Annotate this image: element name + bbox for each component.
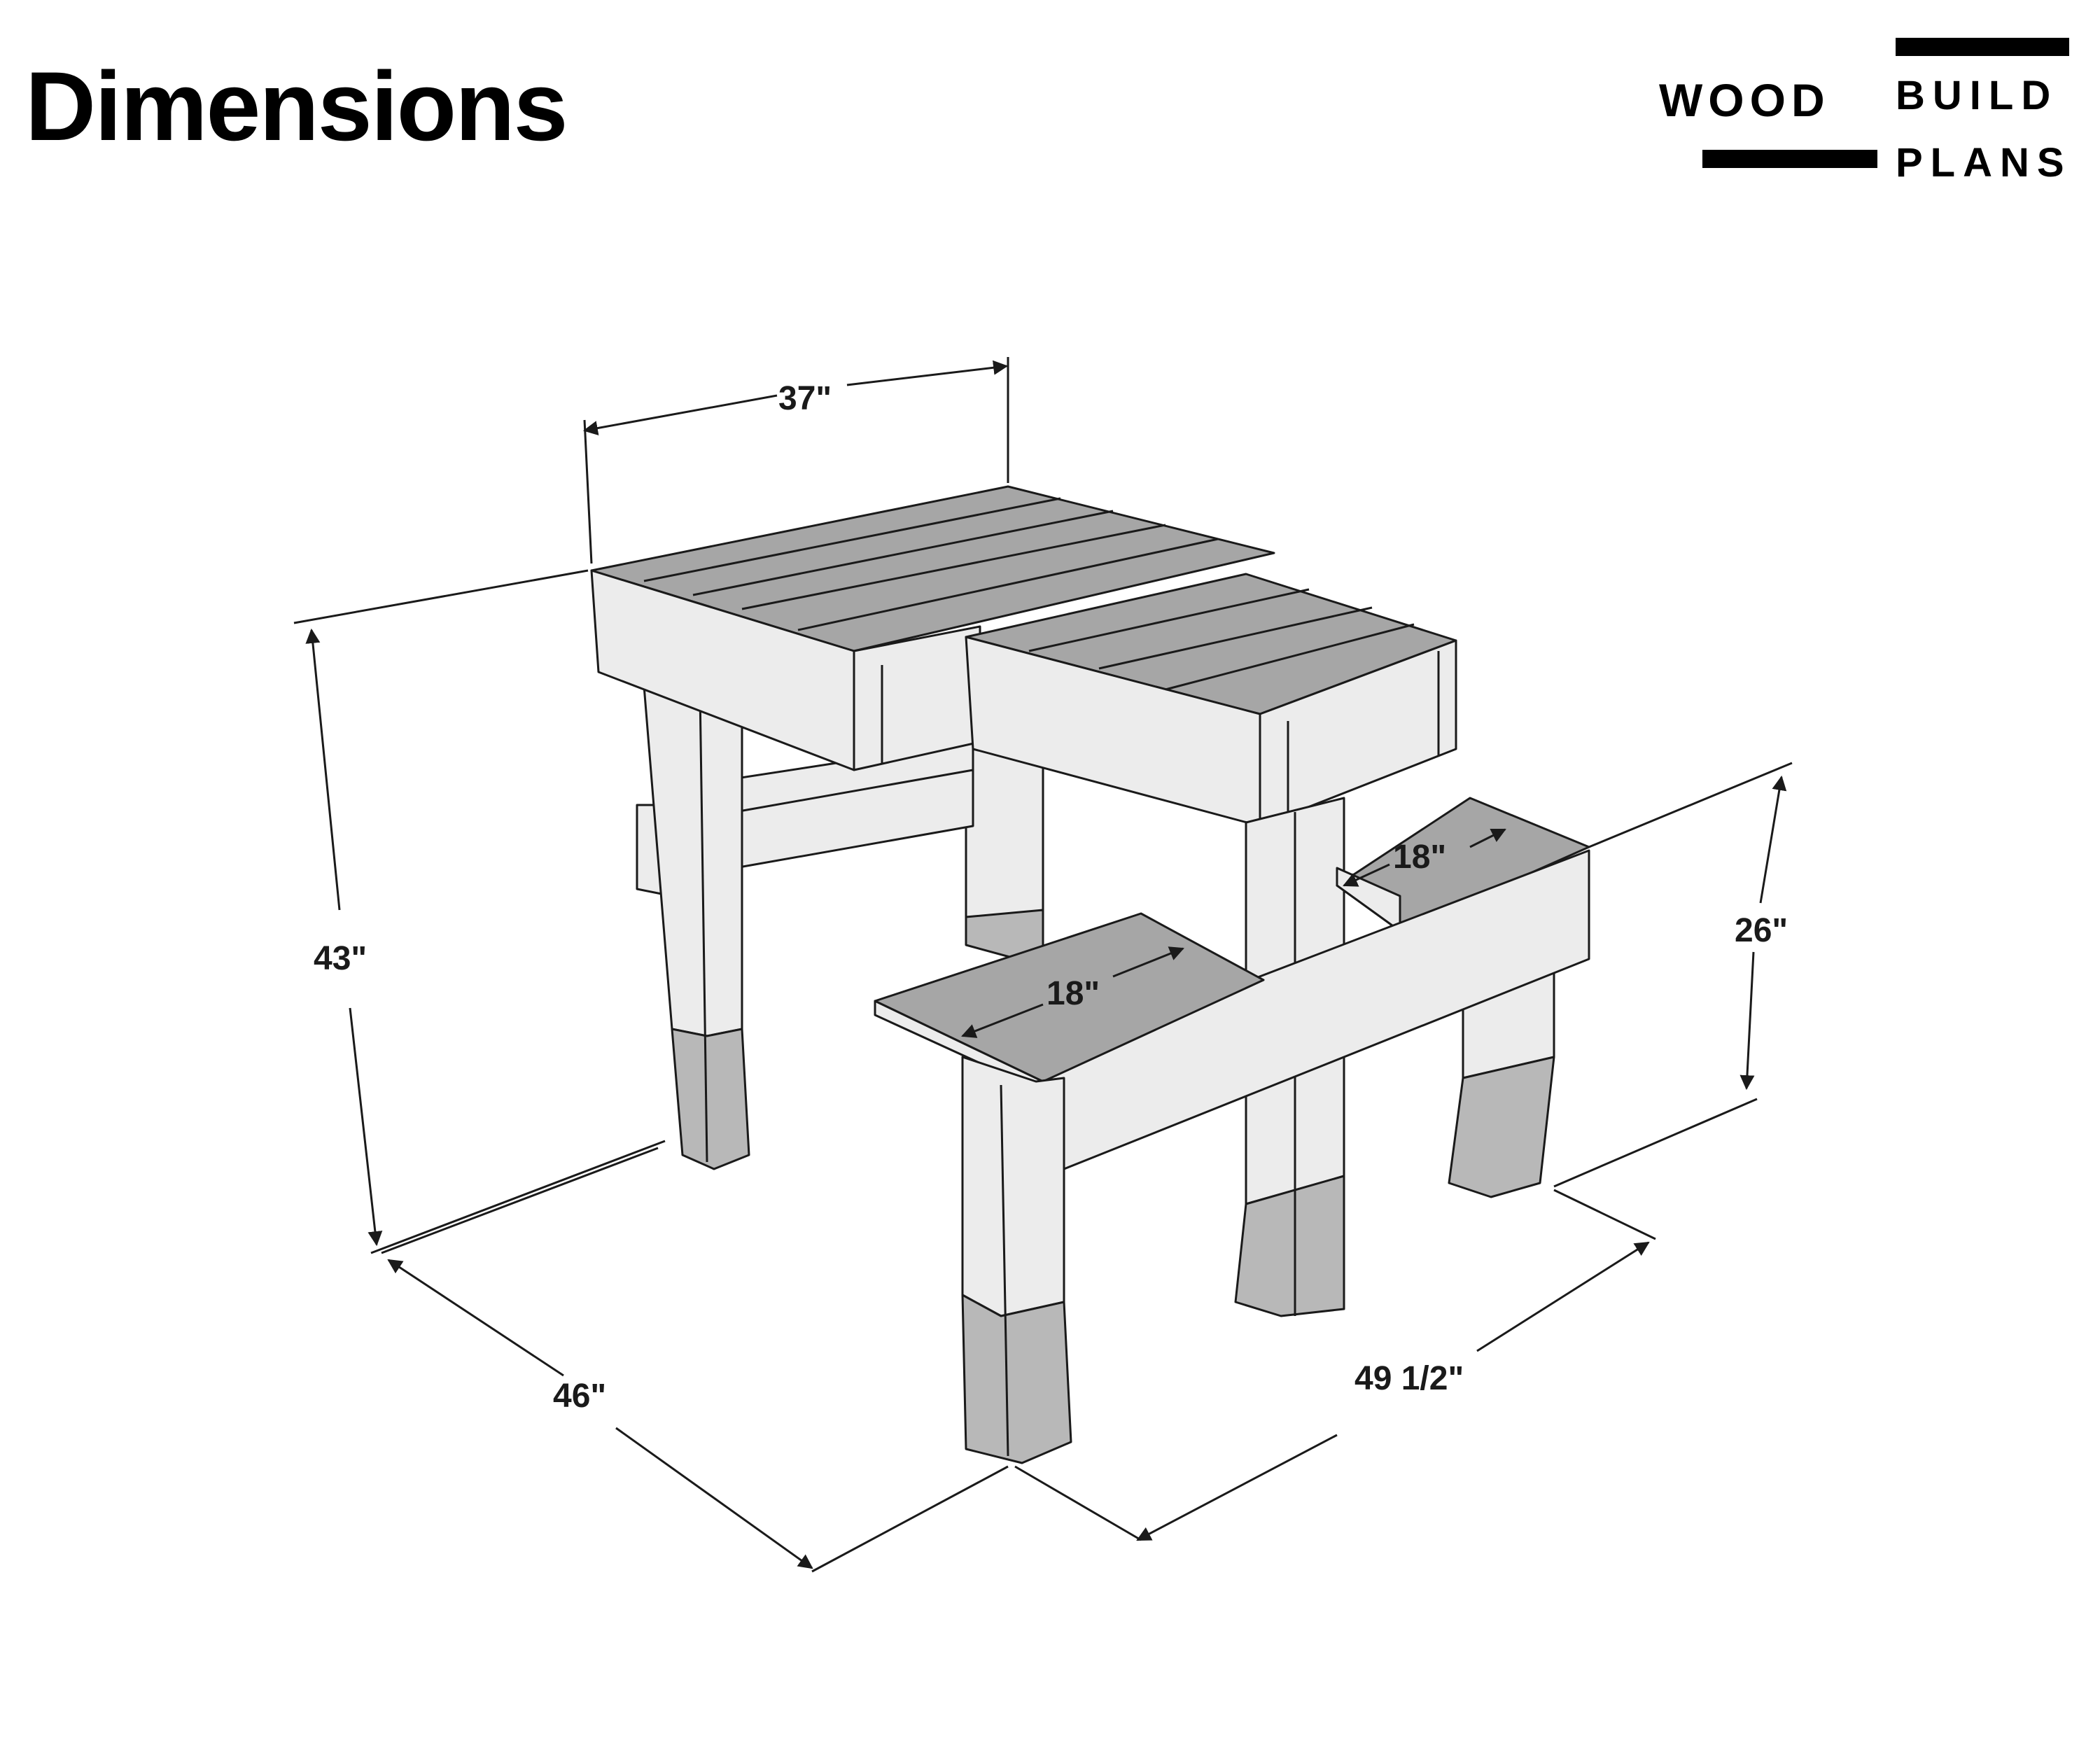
table-front-left-leg [643,685,750,1170]
logo-bottom-bar [1702,150,1877,168]
table-top-left-block [590,485,1275,771]
table-top-right-block [965,573,1457,827]
dimension-label-seat-height: 26" [1735,912,1788,949]
dimension-label-back-seat-width: 18" [1393,839,1446,876]
dimension-label-front-seat-width: 18" [1046,975,1100,1012]
bench-front-leg [961,1056,1072,1464]
dimension-lines [293,357,1793,1573]
dimension-label-overall-height: 43" [314,940,367,977]
page-title: Dimensions [25,51,568,161]
dimension-label-overall-length: 49 1/2" [1354,1360,1464,1397]
dimension-label-top-width: 37" [778,380,832,417]
woodbuildplans-logo: WOOD BUILD PLANS [1659,38,2079,183]
logo-top-bar [1896,38,2069,56]
logo-word-plans: PLANS [1896,140,2072,186]
logo-word-build: BUILD [1896,73,2059,118]
logo-word-wood: WOOD [1659,74,1830,126]
dimension-label-overall-depth: 46" [553,1378,606,1415]
